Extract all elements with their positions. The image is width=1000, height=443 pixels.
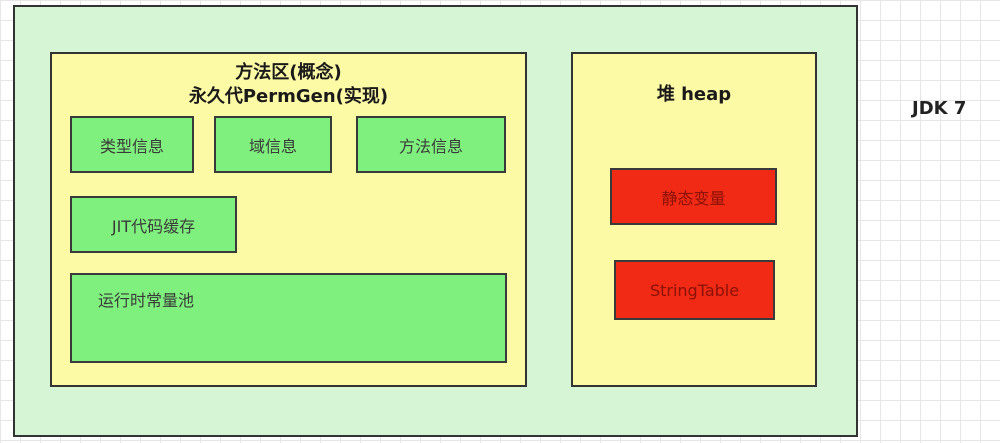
type-info-box: 类型信息 — [70, 116, 194, 173]
jit-code-cache-box: JIT代码缓存 — [70, 196, 237, 253]
runtime-constant-pool-box: 运行时常量池 — [70, 273, 507, 363]
field-info-box: 域信息 — [214, 116, 332, 173]
heap-title: 堆 heap — [656, 84, 732, 105]
method-area-title: 方法区(概念) — [235, 62, 342, 83]
method-info-box: 方法信息 — [356, 116, 506, 173]
static-variables-box: 静态变量 — [610, 168, 777, 225]
jdk-version-label: JDK 7 — [912, 98, 967, 119]
string-table-box: StringTable — [614, 260, 775, 320]
method-area-subtitle: 永久代PermGen(实现) — [188, 86, 389, 107]
